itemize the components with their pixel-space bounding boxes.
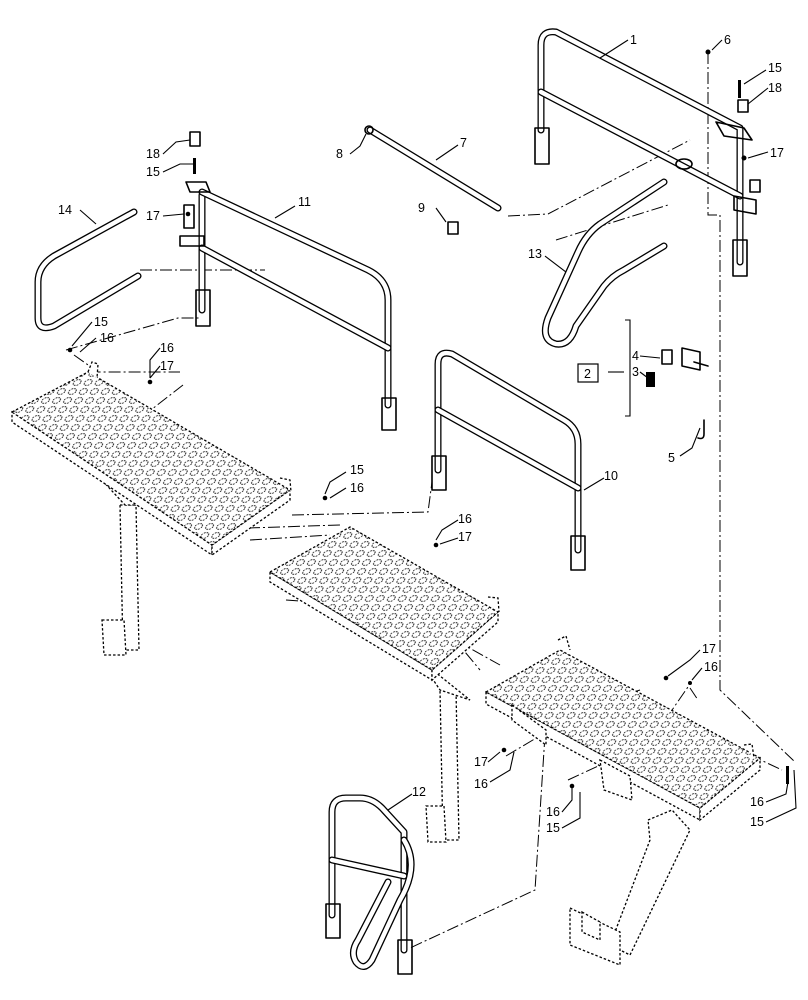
callout-15-lower-mid: 15 — [546, 821, 560, 835]
callout-4: 4 — [632, 349, 639, 363]
handrail-13 — [541, 178, 668, 348]
platform-middle — [268, 526, 500, 843]
callout-17-platform-right: 17 — [702, 642, 716, 656]
callout-10: 10 — [604, 469, 618, 483]
callout-16-lower-mid: 16 — [546, 805, 560, 819]
hardware-fasteners — [67, 49, 789, 789]
platform-right — [484, 635, 762, 966]
callout-14: 14 — [58, 203, 72, 217]
callout-15-lower-right: 15 — [750, 815, 764, 829]
callout-7: 7 — [460, 136, 467, 150]
railing-10 — [431, 349, 586, 571]
callout-16-platform-left: 16 — [100, 331, 114, 345]
rod-7 — [364, 125, 502, 235]
callout-16-platform-left-b: 16 — [160, 341, 174, 355]
leader-lines — [71, 39, 797, 829]
callout-5: 5 — [668, 451, 675, 465]
callout-2: 2 — [584, 367, 591, 381]
callout-16-platform-mid: 16 — [350, 481, 364, 495]
callout-1: 1 — [630, 33, 637, 47]
callout-16-lower-right: 16 — [750, 795, 764, 809]
kit-2-parts — [646, 347, 709, 440]
callout-box-2 — [577, 363, 599, 383]
callout-15-left: 15 — [146, 165, 160, 179]
callout-16-lower: 16 — [474, 777, 488, 791]
callout-6: 6 — [724, 33, 731, 47]
callout-16-platform-mid-b: 16 — [458, 512, 472, 526]
callout-12: 12 — [412, 785, 426, 799]
callout-13: 13 — [528, 247, 542, 261]
callout-15-top-right: 15 — [768, 61, 782, 75]
callout-17-lower: 17 — [474, 755, 488, 769]
callout-15-platform-left: 15 — [94, 315, 108, 329]
railing-11 — [179, 181, 397, 431]
callout-15-platform-mid: 15 — [350, 463, 364, 477]
callout-17-left: 17 — [146, 209, 160, 223]
callout-17-platform-mid: 17 — [458, 530, 472, 544]
railing-1 — [534, 28, 761, 277]
handrail-14 — [34, 208, 142, 332]
callout-18-left: 18 — [146, 147, 160, 161]
callout-8: 8 — [336, 147, 343, 161]
ladder-12 — [325, 794, 415, 975]
callout-11: 11 — [298, 195, 311, 209]
callout-9: 9 — [418, 201, 425, 215]
callout-16-platform-right: 16 — [704, 660, 718, 674]
callout-17-platform-left: 17 — [160, 359, 174, 373]
platform-left — [10, 361, 292, 656]
callout-17-top-right: 17 — [770, 146, 784, 160]
callout-18-top-right: 18 — [768, 81, 782, 95]
callout-labels: 1 2 3 4 5 6 7 8 9 10 11 12 13 14 15 18 1… — [58, 33, 784, 835]
callout-3: 3 — [632, 365, 639, 379]
